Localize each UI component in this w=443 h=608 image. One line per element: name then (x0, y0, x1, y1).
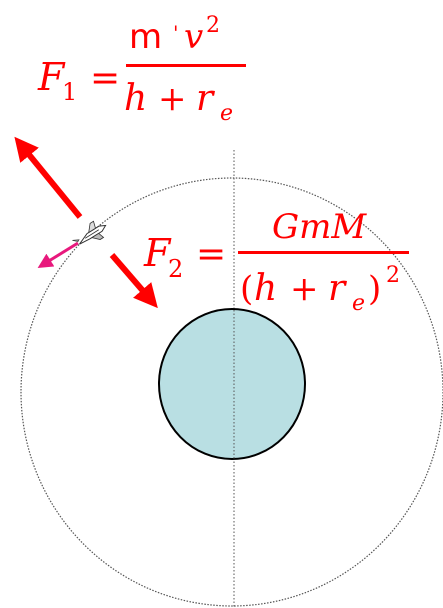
f2-fraction-bar (238, 251, 409, 254)
f2-equals: = (196, 234, 226, 275)
f1-subscript: 1 (62, 78, 77, 106)
f2-subscript: 2 (168, 255, 183, 283)
f1-numerator-prime: ' (173, 21, 179, 45)
f1-numerator-v: v (184, 17, 203, 57)
f1-numerator-m: m (129, 17, 162, 57)
velocity-arrow (37, 241, 79, 268)
f2-denominator-close: ) (368, 269, 381, 309)
f2-denominator-r: r (328, 268, 347, 309)
f1-numerator-exponent: 2 (206, 13, 220, 38)
earth-circle (158, 308, 306, 460)
equation-f1: F 1 = m ' v 2 h + r e (37, 13, 246, 126)
orbit-circle (20, 177, 443, 607)
f1-symbol: F (37, 55, 66, 99)
force-f1-arrow (14, 136, 83, 219)
f1-denominator-subscript: e (220, 101, 233, 126)
spacecraft-icon (72, 220, 107, 245)
f2-denominator-open: ( (240, 269, 253, 309)
f1-denominator-h: h (124, 78, 147, 119)
f2-denominator-plus: + (290, 269, 319, 309)
f1-denominator-r: r (196, 78, 215, 119)
f2-denominator-exponent: 2 (386, 263, 400, 288)
f1-fraction-bar (126, 64, 246, 67)
equation-f2: F 2 = GmM ( h + r e ) 2 (143, 207, 409, 316)
force-f2-arrow (109, 253, 158, 309)
f2-denominator-subscript: e (352, 291, 365, 316)
f2-denominator-h: h (254, 268, 277, 309)
f2-symbol: F (143, 231, 172, 275)
f2-numerator: GmM (272, 207, 367, 247)
f1-denominator-plus: + (158, 79, 187, 119)
f1-equals: = (90, 58, 120, 99)
